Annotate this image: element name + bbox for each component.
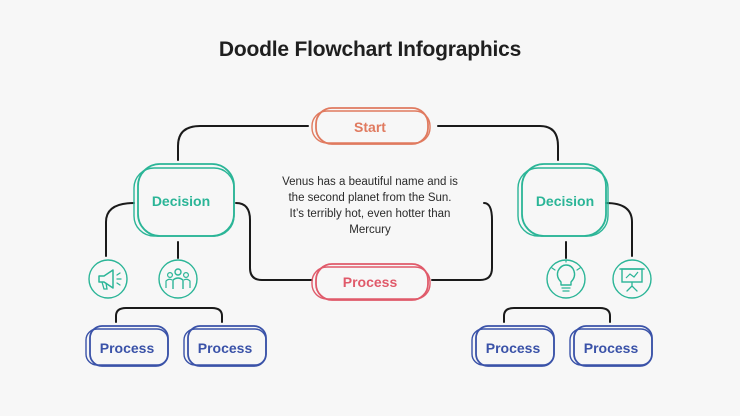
start-label: Start bbox=[354, 119, 386, 135]
process-bottom-2-label: Process bbox=[198, 340, 253, 356]
connector-decision-right-process bbox=[431, 202, 493, 281]
process-node-bottom-3: Process bbox=[471, 325, 555, 367]
process-bottom-1-label: Process bbox=[100, 340, 155, 356]
connector-start-left bbox=[177, 125, 309, 161]
team-icon bbox=[158, 259, 198, 299]
decision-right-label: Decision bbox=[536, 193, 594, 209]
description-text: Venus has a beautiful name and is the se… bbox=[282, 176, 458, 236]
connector-right-icon-2 bbox=[605, 202, 633, 257]
process-bottom-3-label: Process bbox=[486, 340, 541, 356]
process-node-bottom-2: Process bbox=[183, 325, 267, 367]
process-node-bottom-4: Process bbox=[569, 325, 653, 367]
decision-left-label: Decision bbox=[152, 193, 210, 209]
connector-lines bbox=[105, 125, 633, 323]
start-node: Start bbox=[311, 107, 431, 145]
process-center-label: Process bbox=[343, 274, 398, 290]
process-node-bottom-1: Process bbox=[85, 325, 169, 367]
connector-bottom-right bbox=[503, 307, 611, 323]
connector-start-right bbox=[437, 125, 559, 161]
decision-node-left: Decision bbox=[133, 163, 235, 237]
process-node-center: Process bbox=[311, 263, 431, 301]
connector-decision-left-process bbox=[235, 202, 313, 281]
presentation-board-icon bbox=[612, 259, 652, 299]
process-bottom-4-label: Process bbox=[584, 340, 639, 356]
megaphone-icon bbox=[88, 259, 128, 299]
connector-bottom-left bbox=[115, 307, 223, 323]
lightbulb-icon bbox=[546, 259, 586, 299]
connector-left-icon-1 bbox=[105, 202, 135, 257]
decision-node-right: Decision bbox=[517, 163, 609, 237]
page-title: Doodle Flowchart Infographics bbox=[218, 38, 522, 61]
